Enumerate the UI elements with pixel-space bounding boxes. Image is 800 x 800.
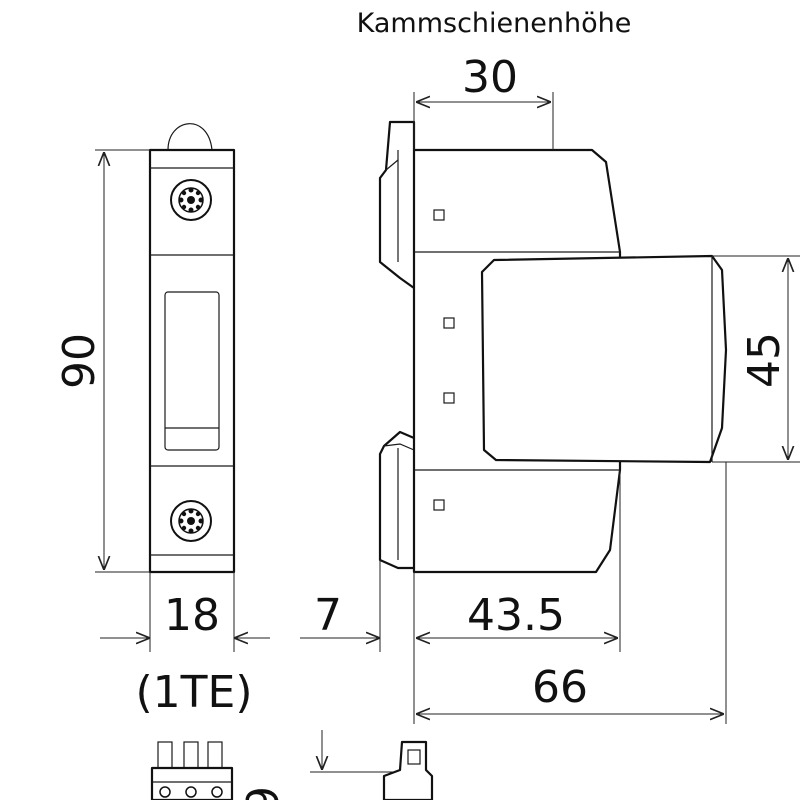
- busbar-partial-view: [150, 741, 234, 800]
- dimension-width: 18 (1TE): [100, 572, 270, 718]
- dimension-height-label: 90: [54, 333, 105, 389]
- front-view-clip: [167, 123, 213, 151]
- bottom-terminal-screw-icon: [170, 500, 212, 542]
- side-view-front-cap: [480, 254, 728, 464]
- dimension-busbar-height: 30: [413, 52, 554, 150]
- module-unit-label: (1TE): [135, 667, 252, 718]
- side-view: [378, 120, 728, 574]
- dimension-total-depth-label: 66: [532, 662, 588, 713]
- dimension-busbar-height-label: 30: [462, 52, 518, 103]
- dimension-offset: 7: [300, 560, 381, 652]
- dimension-front-height: 45: [712, 255, 800, 463]
- top-terminal-screw-icon: [170, 179, 212, 221]
- busbar-partial-side-view: 9: [238, 730, 434, 800]
- dimension-offset-label: 7: [314, 590, 342, 641]
- front-view-window: [164, 291, 220, 451]
- dimension-depth-front: 43.5: [413, 470, 621, 724]
- dimension-height: 90: [54, 149, 150, 573]
- diagram-title: Kammschienenhöhe: [357, 8, 632, 39]
- dimension-depth-front-label: 43.5: [467, 590, 565, 641]
- front-view: [148, 123, 236, 574]
- partial-dimension-label: 9: [238, 786, 289, 800]
- dimension-width-label: 18: [164, 590, 220, 641]
- dimension-total-depth: 66: [416, 462, 727, 724]
- dimension-front-height-label: 45: [739, 332, 790, 388]
